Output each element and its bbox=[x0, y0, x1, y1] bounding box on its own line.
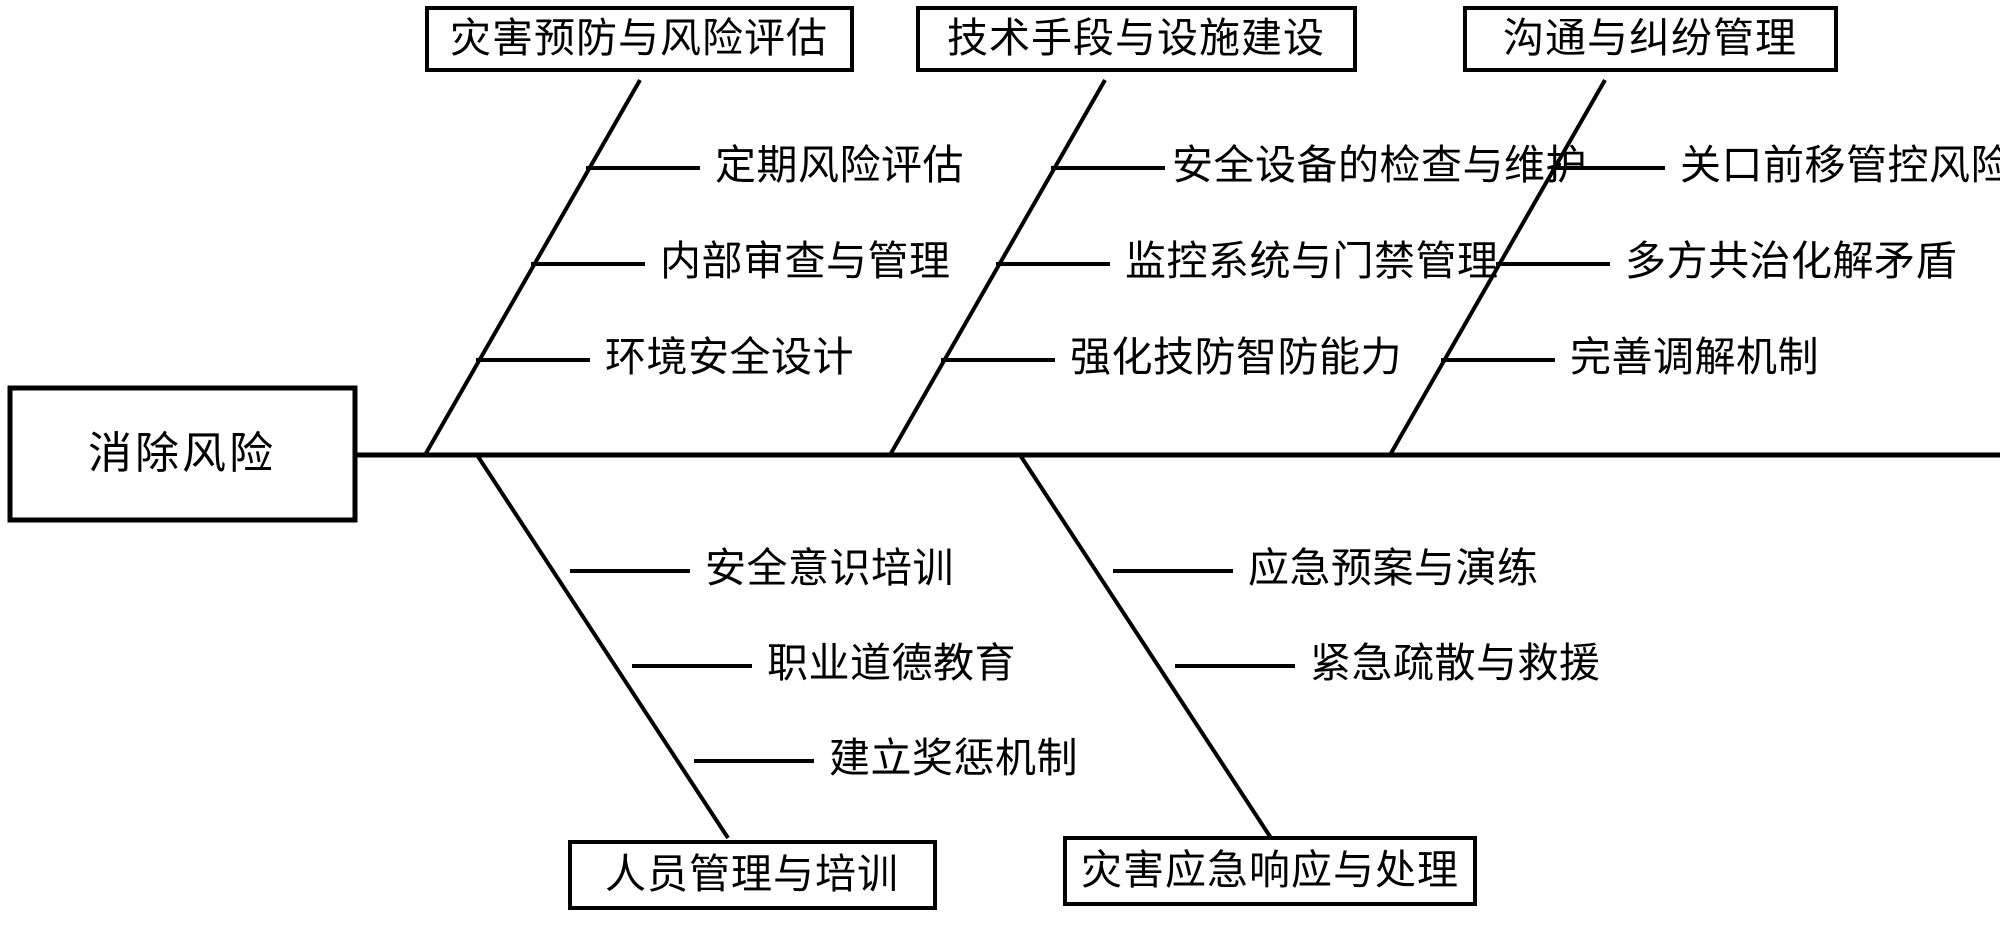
head-box-rect bbox=[7, 385, 358, 523]
branch-rib-personnel-training bbox=[475, 453, 730, 840]
cause-label-technical-2: 强化技防智防能力 bbox=[1070, 333, 1402, 381]
category-box-personnel-training bbox=[568, 840, 937, 910]
category-label-technical-facilities: 技术手段与设施建设 bbox=[947, 14, 1325, 62]
cause-label-personnel-2: 建立奖惩机制 bbox=[829, 734, 1078, 782]
cause-label-emergency-1: 紧急疏散与救援 bbox=[1310, 639, 1601, 687]
head-box-label: 消除风险 bbox=[88, 428, 276, 479]
category-label-emergency-response: 灾害应急响应与处理 bbox=[1081, 846, 1459, 894]
category-label-disaster-prevention: 灾害预防与风险评估 bbox=[450, 14, 828, 62]
branch-disaster-prevention[interactable]: 灾害预防与风险评估 定期风险评估 内部审查与管理 环境安全设计 bbox=[423, 6, 964, 456]
cause-label-communication-1: 多方共治化解矛盾 bbox=[1625, 237, 1957, 285]
category-label-personnel-training: 人员管理与培训 bbox=[605, 850, 899, 898]
cause-label-disaster-0: 定期风险评估 bbox=[715, 141, 964, 189]
category-box-emergency-response bbox=[1063, 836, 1477, 906]
branch-rib-communication-dispute bbox=[1388, 79, 1607, 456]
cause-label-disaster-1: 内部审查与管理 bbox=[660, 237, 951, 285]
cause-label-emergency-0: 应急预案与演练 bbox=[1248, 544, 1539, 592]
branch-rib-emergency-response bbox=[1018, 453, 1273, 840]
cause-label-technical-1: 监控系统与门禁管理 bbox=[1125, 237, 1499, 285]
branch-technical-facilities[interactable]: 技术手段与设施建设 安全设备的检查与维护 监控系统与门禁管理 强化技防智防能力 bbox=[888, 6, 1587, 456]
category-label-communication-dispute: 沟通与纠纷管理 bbox=[1503, 14, 1797, 62]
category-box-communication-dispute bbox=[1463, 6, 1838, 72]
category-box-technical-facilities bbox=[916, 6, 1357, 72]
branch-rib-disaster-prevention bbox=[423, 79, 642, 456]
cause-label-personnel-1: 职业道德教育 bbox=[767, 639, 1016, 687]
cause-label-personnel-0: 安全意识培训 bbox=[705, 544, 954, 592]
branch-rib-technical-facilities bbox=[888, 79, 1107, 456]
cause-label-communication-2: 完善调解机制 bbox=[1570, 333, 1819, 381]
head-box[interactable]: 消除风险 bbox=[7, 385, 358, 523]
cause-label-disaster-2: 环境安全设计 bbox=[605, 333, 854, 381]
branch-emergency-response[interactable]: 灾害应急响应与处理 应急预案与演练 紧急疏散与救援 bbox=[1018, 453, 1601, 906]
branch-personnel-training[interactable]: 人员管理与培训 安全意识培训 职业道德教育 建立奖惩机制 bbox=[475, 453, 1078, 910]
branch-communication-dispute[interactable]: 沟通与纠纷管理 关口前移管控风险 多方共治化解矛盾 完善调解机制 bbox=[1388, 6, 2000, 456]
cause-label-communication-0: 关口前移管控风险 bbox=[1680, 141, 2000, 189]
cause-label-technical-0: 安全设备的检查与维护 bbox=[1172, 141, 1587, 189]
category-box-disaster-prevention bbox=[425, 6, 854, 72]
